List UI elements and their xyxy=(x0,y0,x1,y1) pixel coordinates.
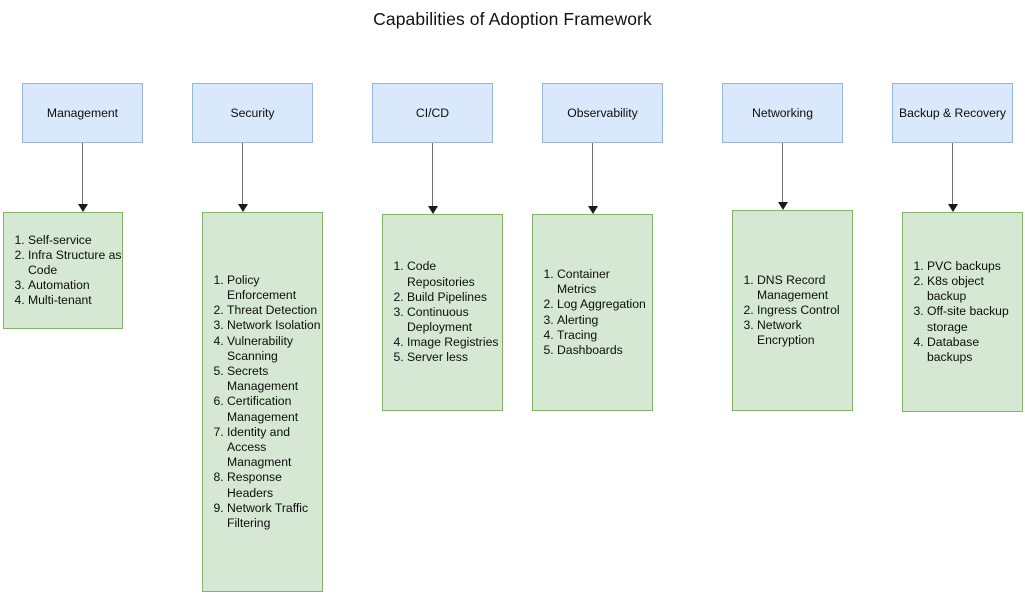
header-box-backup-recovery[interactable]: Backup & Recovery xyxy=(892,83,1013,143)
arrow-head-icon-observability xyxy=(588,206,598,214)
list-item: Alerting xyxy=(557,313,652,328)
header-box-observability[interactable]: Observability xyxy=(542,83,663,143)
list-item: Multi-tenant xyxy=(28,293,122,308)
items-box-security: Policy EnforcementThreat DetectionNetwor… xyxy=(202,212,323,592)
connector-line-cicd xyxy=(432,143,433,206)
list-item: Off-site backup storage xyxy=(927,304,1022,334)
items-list-observability: Container MetricsLog AggregationAlerting… xyxy=(533,267,652,358)
header-box-cicd[interactable]: CI/CD xyxy=(372,83,493,143)
list-item: Dashboards xyxy=(557,343,652,358)
list-item: Code Repositories xyxy=(407,259,502,289)
list-item: Identity and Access Managment xyxy=(227,425,322,471)
list-item: Continuous Deployment xyxy=(407,305,502,335)
list-item: Policy Enforcement xyxy=(227,273,322,303)
list-item: Network Isolation xyxy=(227,318,322,333)
arrow-head-icon-backup-recovery xyxy=(948,204,958,212)
list-item: Log Aggregation xyxy=(557,297,652,312)
page-title: Capabilities of Adoption Framework xyxy=(373,9,652,29)
list-item: Automation xyxy=(28,278,122,293)
list-item: DNS Record Management xyxy=(757,273,852,303)
items-box-backup-recovery: PVC backupsK8s object backupOff-site bac… xyxy=(902,212,1023,412)
header-box-management[interactable]: Management xyxy=(22,83,143,143)
connector-line-security xyxy=(242,143,243,204)
arrow-head-icon-security xyxy=(238,204,248,212)
connector-line-networking xyxy=(782,143,783,202)
connector-line-backup-recovery xyxy=(952,143,953,204)
list-item: Vulnerability Scanning xyxy=(227,334,322,364)
list-item: Database backups xyxy=(927,335,1022,365)
header-box-networking[interactable]: Networking xyxy=(722,83,843,143)
items-list-security: Policy EnforcementThreat DetectionNetwor… xyxy=(203,273,322,531)
connector-line-observability xyxy=(592,143,593,206)
arrow-head-icon-management xyxy=(78,204,88,212)
items-box-observability: Container MetricsLog AggregationAlerting… xyxy=(532,214,653,411)
list-item: PVC backups xyxy=(927,259,1022,274)
list-item: Certification Management xyxy=(227,394,322,424)
items-box-networking: DNS Record ManagementIngress ControlNetw… xyxy=(732,210,853,411)
items-list-cicd: Code RepositoriesBuild PipelinesContinuo… xyxy=(383,259,502,365)
list-item: Response Headers xyxy=(227,470,322,500)
arrow-head-icon-cicd xyxy=(428,206,438,214)
items-list-management: Self-serviceInfra Structure as CodeAutom… xyxy=(4,233,122,309)
arrow-head-icon-networking xyxy=(778,202,788,210)
list-item: Infra Structure as Code xyxy=(28,248,122,278)
list-item: Secrets Management xyxy=(227,364,322,394)
list-item: Build Pipelines xyxy=(407,290,502,305)
connector-line-management xyxy=(82,143,83,204)
items-box-cicd: Code RepositoriesBuild PipelinesContinuo… xyxy=(382,214,503,411)
list-item: Network Encryption xyxy=(757,318,852,348)
list-item: Tracing xyxy=(557,328,652,343)
list-item: Self-service xyxy=(28,233,122,248)
items-list-networking: DNS Record ManagementIngress ControlNetw… xyxy=(733,273,852,349)
list-item: Container Metrics xyxy=(557,267,652,297)
list-item: Ingress Control xyxy=(757,303,852,318)
items-box-management: Self-serviceInfra Structure as CodeAutom… xyxy=(3,212,123,329)
list-item: Image Registries xyxy=(407,335,502,350)
list-item: Server less xyxy=(407,350,502,365)
list-item: Threat Detection xyxy=(227,303,322,318)
list-item: Network Traffic Filtering xyxy=(227,501,322,531)
list-item: K8s object backup xyxy=(927,274,1022,304)
items-list-backup-recovery: PVC backupsK8s object backupOff-site bac… xyxy=(903,259,1022,365)
header-box-security[interactable]: Security xyxy=(192,83,313,143)
